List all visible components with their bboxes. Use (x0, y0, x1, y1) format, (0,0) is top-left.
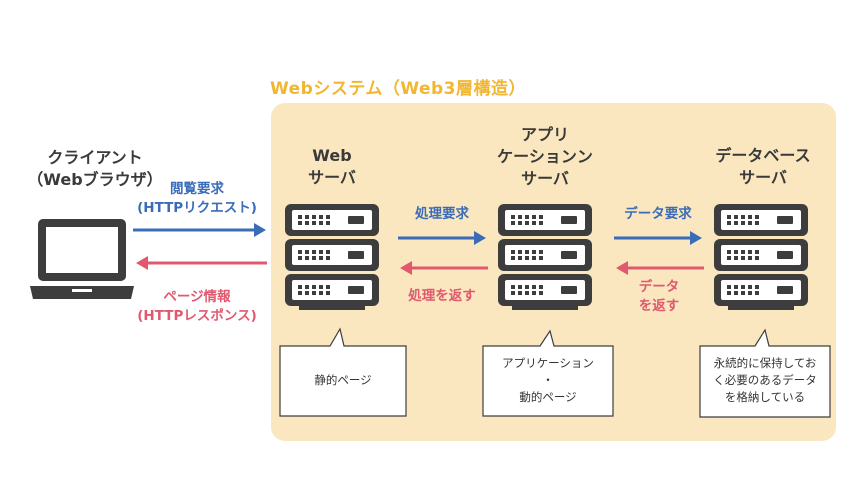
page-info-label-line1: ページ情報 (163, 289, 231, 305)
db-note-line3: を格納している (724, 390, 806, 404)
web-server-label: Web サーバ (282, 145, 382, 189)
return-data-label-line1: データ (638, 279, 680, 295)
diagram-title: Webシステム（Web3層構造） (270, 79, 527, 99)
data-request-arrow (614, 231, 702, 245)
page-info-label: ページ情報 (HTTPレスポンス) (123, 288, 271, 326)
process-request-arrow (398, 231, 486, 245)
app-server-icon (498, 204, 592, 310)
web-note-text: 静的ページ (280, 372, 406, 389)
app-note-line2: ・ (542, 373, 554, 387)
web-server-label-line2: サーバ (308, 168, 356, 187)
laptop-icon (30, 219, 134, 299)
db-server-icon (714, 204, 808, 310)
app-server-label-line2: ケーションン (497, 147, 593, 166)
page-info-label-line2: (HTTPレスポンス) (137, 308, 257, 324)
db-server-label: データベース サーバ (698, 145, 828, 189)
db-server-label-line1: データベース (715, 146, 811, 165)
db-note-line2: く必要のあるデータ (713, 373, 817, 387)
data-request-label: データ要求 (624, 206, 692, 222)
app-note-line3: 動的ページ (519, 390, 577, 404)
app-server-label: アプリ ケーションン サーバ (488, 124, 602, 190)
web-server-icon (285, 204, 379, 310)
db-note-text: 永続的に保持してお く必要のあるデータ を格納している (700, 355, 830, 406)
client-label-line2: （Webブラウザ） (27, 170, 163, 189)
browse-request-arrow (133, 223, 266, 237)
client-label: クライアント （Webブラウザ） (20, 147, 170, 191)
db-note-line1: 永続的に保持してお (713, 356, 817, 370)
return-process-arrow (400, 261, 488, 275)
return-data-arrow (616, 261, 704, 275)
db-server-label-line2: サーバ (739, 168, 787, 187)
app-note-line1: アプリケーション (502, 356, 594, 370)
browse-request-label-line1: 閲覧要求 (170, 181, 224, 197)
return-data-label-line2: を返す (638, 298, 680, 314)
web-server-label-line1: Web (312, 146, 352, 165)
browse-request-label-line2: (HTTPリクエスト) (137, 200, 257, 216)
app-note-bubble (482, 329, 614, 417)
return-data-label: データ を返す (614, 278, 704, 316)
client-label-line1: クライアント (47, 148, 143, 167)
db-note-bubble (699, 328, 831, 418)
app-server-label-line3: サーバ (521, 169, 569, 188)
app-server-label-line1: アプリ (520, 125, 569, 144)
app-note-text: アプリケーション ・ 動的ページ (483, 355, 613, 406)
web-note-line1: 静的ページ (314, 373, 372, 387)
web-note-bubble (279, 327, 407, 417)
process-request-label: 処理要求 (415, 206, 469, 222)
page-info-arrow (136, 256, 267, 270)
browse-request-label: 閲覧要求 (HTTPリクエスト) (123, 180, 271, 218)
return-process-label: 処理を返す (408, 288, 476, 304)
